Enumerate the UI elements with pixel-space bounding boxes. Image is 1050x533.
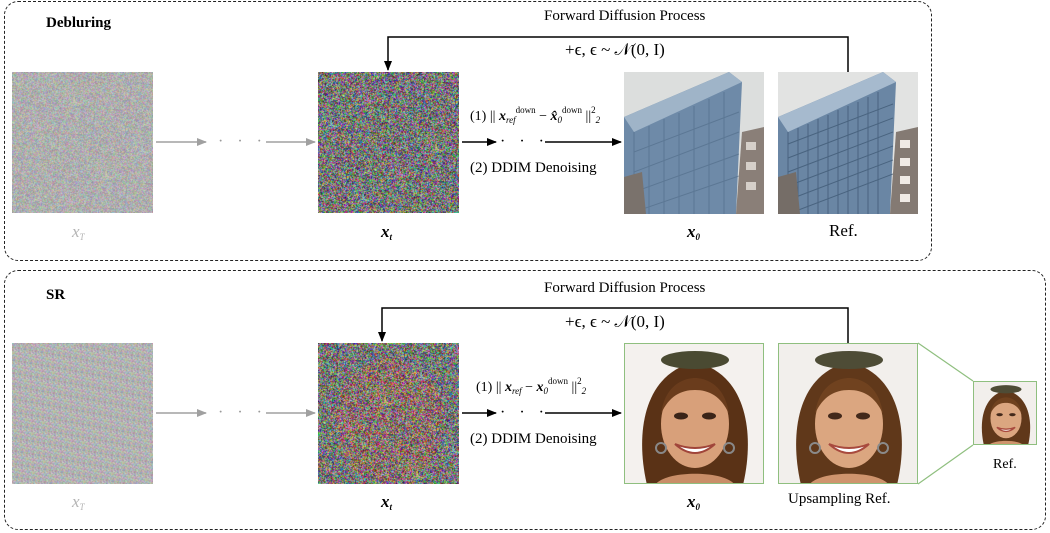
sr-noise-xT-image (12, 343, 153, 484)
deblur-black-dots: · · · (500, 133, 549, 150)
deblur-label-xT: xT (72, 222, 85, 242)
sr-zoom-line-top (917, 342, 974, 382)
deblur-x0-building-image (624, 72, 764, 214)
deblur-noise-formula: +ϵ, ϵ ~ 𝒩(0, I) (565, 40, 665, 59)
deblur-label-xt: xt (381, 222, 393, 242)
sr-title: SR (46, 287, 66, 303)
deblur-forward-label: Forward Diffusion Process (544, 8, 706, 24)
sr-x0-face-image (624, 343, 764, 484)
sr-step2: (2) DDIM Denoising (470, 431, 597, 447)
sr-label-xt: xt (381, 492, 393, 512)
sr-step1-loss: (1) || xref − x0down ||22 (476, 376, 587, 396)
deblur-title: Debluring (46, 15, 112, 31)
sr-black-dots: · · · (500, 404, 549, 421)
sr-label-x0: x0 (687, 492, 700, 512)
deblur-ref-building-image (778, 72, 918, 214)
sr-label-xT: xT (72, 492, 85, 512)
deblur-noise-xt-image (318, 72, 459, 213)
sr-noise-xt-image (318, 343, 459, 484)
deblur-panel (4, 1, 932, 261)
sr-zoom-line-bottom (917, 444, 974, 485)
sr-forward-loop-arrow (378, 307, 849, 343)
sr-forward-label: Forward Diffusion Process (544, 280, 706, 296)
deblur-label-x0: x0 (687, 222, 700, 242)
deblur-forward-loop-arrow (384, 36, 849, 72)
sr-label-upsampling-ref: Upsampling Ref. (788, 491, 891, 507)
sr-ref-face-thumbnail (973, 381, 1037, 445)
sr-noise-formula: +ϵ, ϵ ~ 𝒩(0, I) (565, 312, 665, 331)
deblur-step2: (2) DDIM Denoising (470, 160, 597, 176)
sr-panel (4, 270, 1046, 530)
deblur-noise-xT-image (12, 72, 153, 213)
deblur-step1-loss: (1) || xrefdown − x̂0down ||22 (470, 105, 601, 125)
deblur-label-ref: Ref. (829, 221, 858, 240)
sr-gray-dots: · · · (218, 404, 267, 421)
deblur-gray-dots: · · · (218, 133, 267, 150)
sr-label-ref: Ref. (993, 457, 1017, 472)
sr-upsampling-ref-face-image (778, 343, 918, 484)
